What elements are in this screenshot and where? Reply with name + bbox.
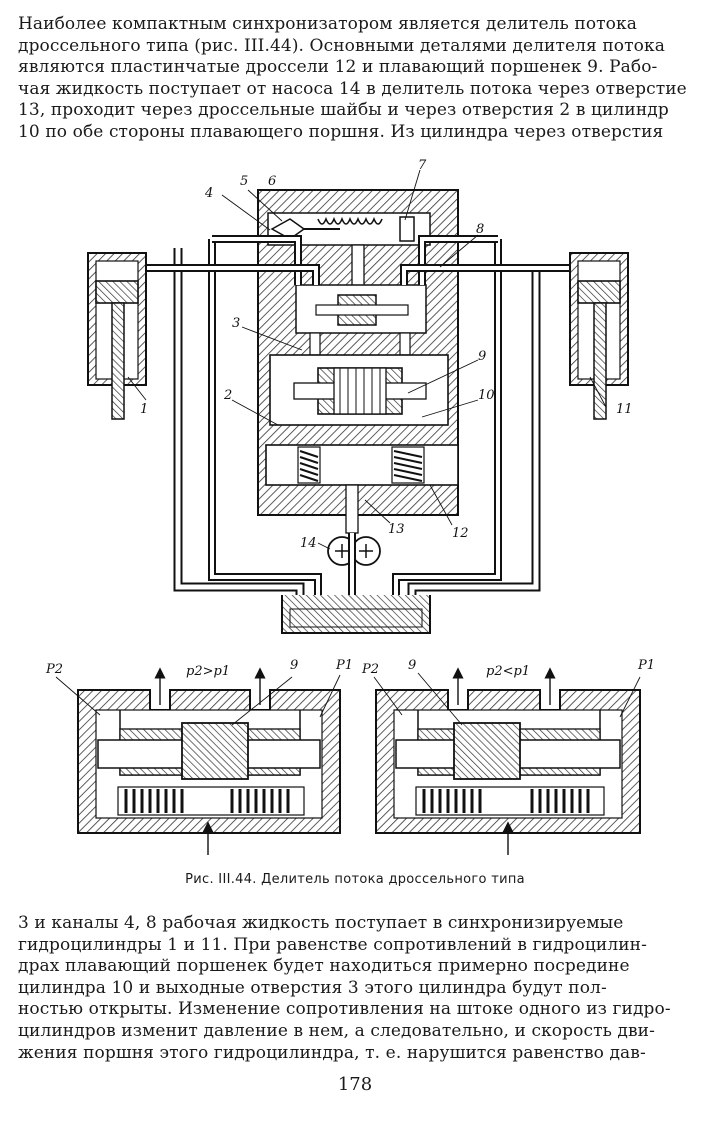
label-14: 14 bbox=[300, 536, 317, 551]
text-line: 3 и каналы 4, 8 рабочая жидкость поступа… bbox=[18, 913, 624, 933]
label-relation-left: p2>p1 bbox=[186, 664, 230, 679]
label-13: 13 bbox=[388, 522, 405, 537]
label-5: 5 bbox=[240, 174, 248, 189]
main-diagram: 4 5 6 7 8 3 9 2 10 1 11 14 13 12 bbox=[87, 158, 633, 634]
text-line: 10 по обе стороны плавающего поршня. Из … bbox=[18, 121, 664, 142]
text-line: гидроцилиндры 1 и 11. При равенстве сопр… bbox=[18, 934, 647, 955]
text-line: Наиболее компактным синхронизатором явля… bbox=[18, 14, 637, 34]
label-p1-right: P1 bbox=[637, 658, 655, 673]
flow-divider-figure: 4 5 6 7 8 3 9 2 10 1 11 14 13 12 P2 p2>p… bbox=[45, 158, 655, 855]
label-p2-left: P2 bbox=[45, 662, 63, 677]
text-line: цилиндра 10 и выходные отверстия 3 этого… bbox=[18, 977, 607, 998]
paragraph-bottom: 3 и каналы 4, 8 рабочая жидкость поступа… bbox=[18, 913, 690, 1064]
text-line: ностью открыты. Изменение сопротивления … bbox=[18, 999, 671, 1020]
text-line: чая жидкость поступает от насоса 14 в де… bbox=[18, 78, 687, 99]
label-6: 6 bbox=[268, 174, 276, 189]
text-line: драх плавающий поршенек будет находиться… bbox=[18, 956, 630, 977]
label-piston-right: 9 bbox=[408, 658, 416, 673]
piston-left bbox=[181, 722, 249, 780]
valve-spring bbox=[317, 216, 383, 225]
panel-right: P2 9 p2<p1 P1 bbox=[361, 658, 655, 855]
label-3: 3 bbox=[232, 316, 240, 331]
text-line: жения поршня этого гидроцилиндра, т. е. … bbox=[18, 1042, 646, 1063]
text-line: дроссельного типа (рис. III.44). Основны… bbox=[18, 35, 665, 56]
text-line: цилиндров изменит давление в нем, а след… bbox=[18, 1020, 655, 1041]
label-11: 11 bbox=[616, 402, 633, 417]
label-relation-right: p2<p1 bbox=[486, 664, 530, 679]
throttle-chamber bbox=[265, 444, 459, 486]
label-p1-left: P1 bbox=[335, 658, 353, 673]
label-2: 2 bbox=[223, 388, 232, 403]
page-number: 178 bbox=[337, 1074, 373, 1095]
text-line: являются пластинчатые дроссели 12 и плав… bbox=[18, 57, 658, 78]
text-line: 13, проходит через дроссельные шайбы и ч… bbox=[18, 100, 669, 121]
figure-caption: Рис. III.44. Делитель потока дроссельног… bbox=[185, 872, 525, 887]
label-10: 10 bbox=[478, 388, 495, 403]
label-1: 1 bbox=[140, 402, 148, 417]
piston-right bbox=[453, 722, 521, 780]
paragraph-top: Наиболее компактным синхронизатором явля… bbox=[18, 14, 690, 144]
label-p2-right: P2 bbox=[361, 662, 379, 677]
label-9: 9 bbox=[478, 349, 486, 364]
label-8: 8 bbox=[476, 222, 484, 237]
panel-left: P2 p2>p1 9 P1 bbox=[45, 658, 353, 855]
label-piston-left: 9 bbox=[290, 658, 298, 673]
label-12: 12 bbox=[452, 526, 469, 541]
label-4: 4 bbox=[204, 186, 213, 201]
label-7: 7 bbox=[418, 158, 427, 173]
